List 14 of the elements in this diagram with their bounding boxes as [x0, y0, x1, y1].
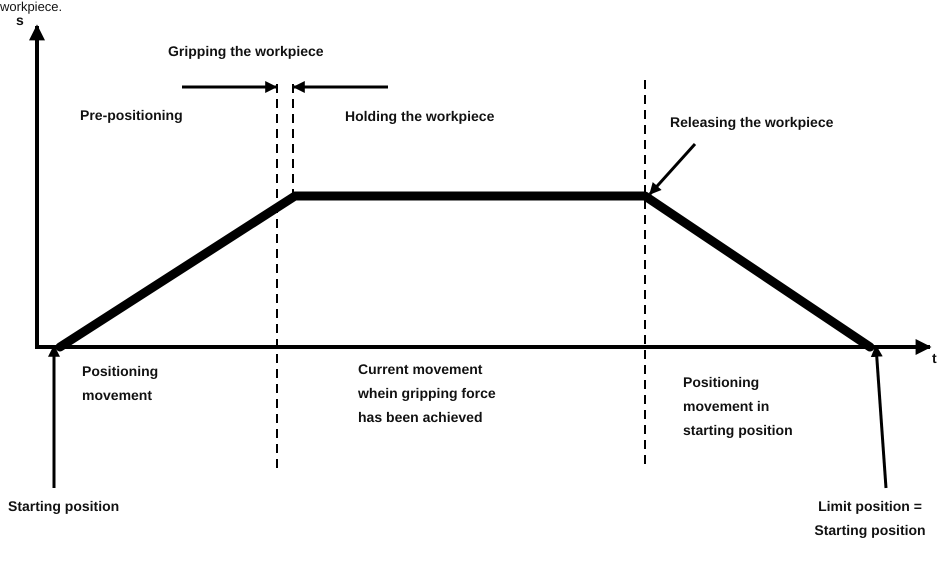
- callout-text: Releasing the workpiece: [670, 113, 834, 132]
- phase-label: Positioning movement in starting position: [683, 373, 794, 440]
- callout-text: Limit position = Starting position: [813, 497, 927, 540]
- axis-label: s: [16, 12, 24, 29]
- callout-text: Starting position: [8, 497, 120, 516]
- phase-label: Pre-positioning: [80, 107, 183, 124]
- phase-label: Current movement whein gripping force has been achieved: [358, 360, 497, 427]
- phase-label: Gripping the workpiece: [168, 43, 324, 60]
- phase-label: Positioning movement: [82, 362, 160, 405]
- leader-arrow: [648, 143, 696, 195]
- time-axis: [35, 339, 932, 355]
- caption-text: workpiece.: [0, 0, 62, 13]
- phase-label: Holding the workpiece: [345, 108, 494, 125]
- axis-label: t: [932, 350, 937, 367]
